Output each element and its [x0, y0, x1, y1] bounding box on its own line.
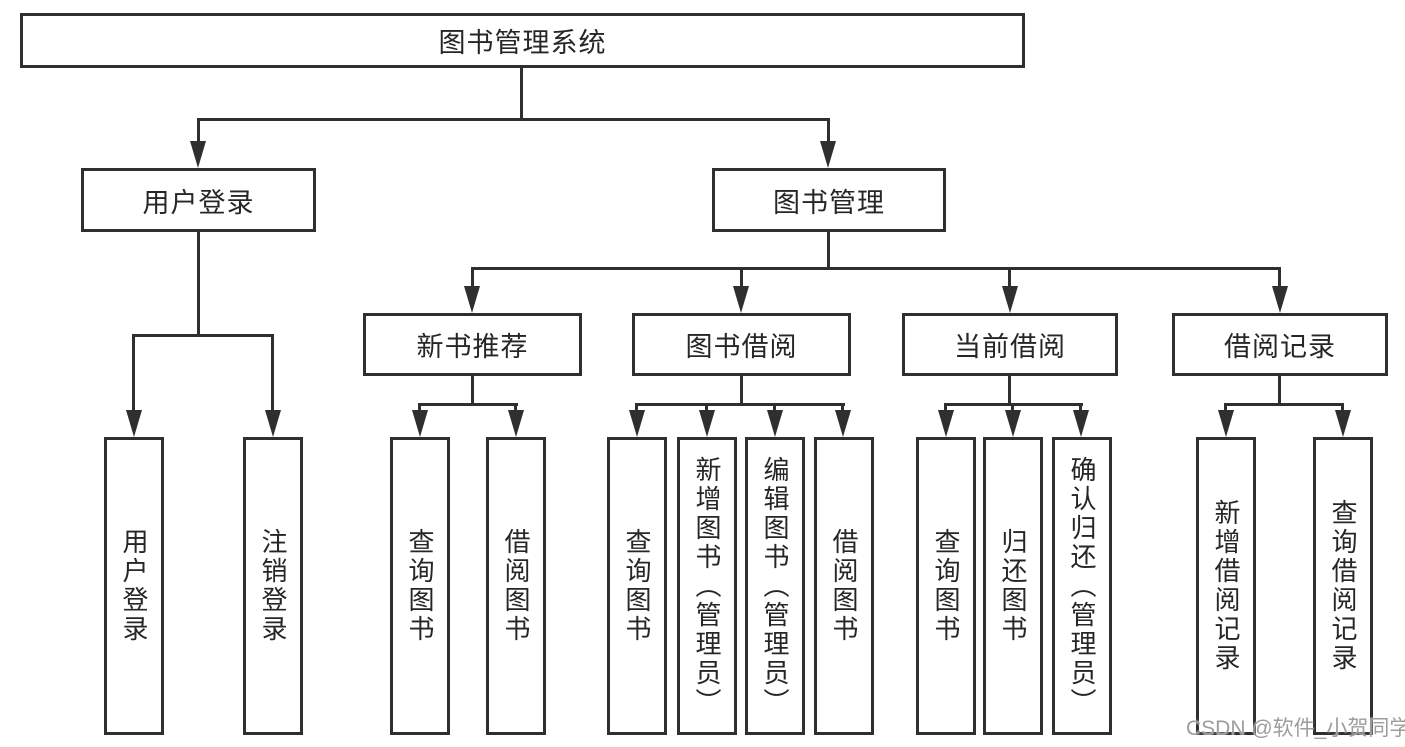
connector-line	[271, 334, 274, 412]
leaf-logout-label: 注销登录	[258, 528, 288, 644]
connector-line	[1079, 403, 1082, 412]
connector-line	[827, 118, 830, 144]
connector-line	[827, 232, 830, 269]
leaf-borrow-query-books-label: 查询图书	[622, 528, 652, 644]
arrow-down-icon	[265, 410, 281, 437]
connector-line	[1011, 403, 1014, 412]
arrow-down-icon	[699, 410, 715, 437]
connector-line	[1341, 403, 1344, 412]
leaf-borrow-edit-books-admin: 编辑图书（管理员）	[745, 437, 805, 735]
connector-line	[740, 267, 743, 288]
connector-line	[1224, 403, 1344, 406]
connector-line	[514, 403, 517, 412]
leaf-borrow-edit-books-admin-label: 编辑图书（管理员）	[760, 455, 790, 717]
leaf-recommend-query-books: 查询图书	[390, 437, 450, 735]
leaf-borrow-borrow-books-label: 借阅图书	[829, 528, 859, 644]
connector-line	[705, 403, 708, 412]
leaf-current-query-books: 查询图书	[916, 437, 976, 735]
leaf-records-add-record-label: 新增借阅记录	[1211, 499, 1241, 673]
node-level3-borrow-records: 借阅记录	[1172, 313, 1388, 376]
node-level2-user-login: 用户登录	[81, 168, 316, 232]
watermark: CSDN @软件_小贺同学	[1186, 717, 1405, 740]
node-level3-borrow-records-label: 借阅记录	[1224, 332, 1336, 362]
leaf-logout: 注销登录	[243, 437, 303, 735]
connector-line	[418, 403, 421, 412]
arrow-down-icon	[767, 410, 783, 437]
connector-line	[520, 68, 523, 118]
arrow-down-icon	[629, 410, 645, 437]
node-level3-current-borrow-label: 当前借阅	[954, 332, 1066, 362]
arrow-down-icon	[820, 141, 836, 168]
connector-line	[471, 267, 1281, 270]
arrow-down-icon	[190, 141, 206, 168]
leaf-current-confirm-return-admin: 确认归还（管理员）	[1052, 437, 1112, 735]
connector-line	[418, 403, 518, 406]
connector-line	[197, 118, 830, 121]
arrow-down-icon	[835, 410, 851, 437]
node-level3-current-borrow: 当前借阅	[902, 313, 1118, 376]
leaf-recommend-query-books-label: 查询图书	[405, 528, 435, 644]
connector-line	[740, 376, 743, 406]
leaf-borrow-add-books-admin: 新增图书（管理员）	[677, 437, 737, 735]
arrow-down-icon	[1005, 410, 1021, 437]
node-level3-book-borrow: 图书借阅	[632, 313, 851, 376]
node-level2-book-management: 图书管理	[712, 168, 946, 232]
connector-line	[1008, 267, 1011, 288]
node-level2-book-management-label: 图书管理	[773, 187, 885, 218]
node-level3-book-borrow-label: 图书借阅	[685, 332, 798, 362]
node-level3-new-book-recommend: 新书推荐	[363, 313, 582, 376]
connector-line	[471, 376, 474, 406]
node-level3-new-book-recommend-label: 新书推荐	[416, 332, 529, 362]
arrow-down-icon	[938, 410, 954, 437]
connector-line	[197, 232, 200, 336]
connector-line	[635, 403, 845, 406]
connector-line	[1278, 376, 1281, 406]
connector-line	[197, 118, 200, 144]
arrow-down-icon	[733, 286, 749, 313]
node-level2-user-login-label: 用户登录	[142, 187, 255, 218]
arrow-down-icon	[126, 410, 142, 437]
leaf-borrow-add-books-admin-label: 新增图书（管理员）	[692, 455, 722, 717]
arrow-down-icon	[1218, 410, 1234, 437]
connector-line	[773, 403, 776, 412]
arrow-down-icon	[464, 286, 480, 313]
leaf-borrow-borrow-books: 借阅图书	[814, 437, 874, 735]
connector-line	[841, 403, 844, 412]
connector-line	[1224, 403, 1227, 412]
leaf-recommend-borrow-books-label: 借阅图书	[501, 528, 531, 644]
node-root-label: 图书管理系统	[438, 28, 607, 58]
leaf-recommend-borrow-books: 借阅图书	[486, 437, 546, 735]
arrow-down-icon	[1272, 286, 1288, 313]
connector-line	[132, 334, 135, 412]
leaf-current-return-books: 归还图书	[983, 437, 1043, 735]
leaf-user-login: 用户登录	[104, 437, 164, 735]
connector-line	[944, 403, 947, 412]
arrow-down-icon	[508, 410, 524, 437]
leaf-current-confirm-return-admin-label: 确认归还（管理员）	[1067, 455, 1097, 717]
connector-line	[635, 403, 638, 412]
connector-line	[1278, 267, 1281, 288]
leaf-records-query-record: 查询借阅记录	[1313, 437, 1373, 735]
leaf-borrow-query-books: 查询图书	[607, 437, 667, 735]
connector-line	[1008, 376, 1011, 406]
leaf-current-query-books-label: 查询图书	[931, 528, 961, 644]
connector-line	[471, 267, 474, 288]
arrow-down-icon	[1002, 286, 1018, 313]
arrow-down-icon	[412, 410, 428, 437]
arrow-down-icon	[1073, 410, 1089, 437]
leaf-user-login-label: 用户登录	[119, 528, 149, 644]
arrow-down-icon	[1335, 410, 1351, 437]
leaf-records-query-record-label: 查询借阅记录	[1328, 499, 1358, 673]
leaf-records-add-record: 新增借阅记录	[1196, 437, 1256, 735]
leaf-current-return-books-label: 归还图书	[998, 528, 1028, 644]
node-root: 图书管理系统	[20, 13, 1025, 68]
connector-line	[132, 334, 274, 337]
